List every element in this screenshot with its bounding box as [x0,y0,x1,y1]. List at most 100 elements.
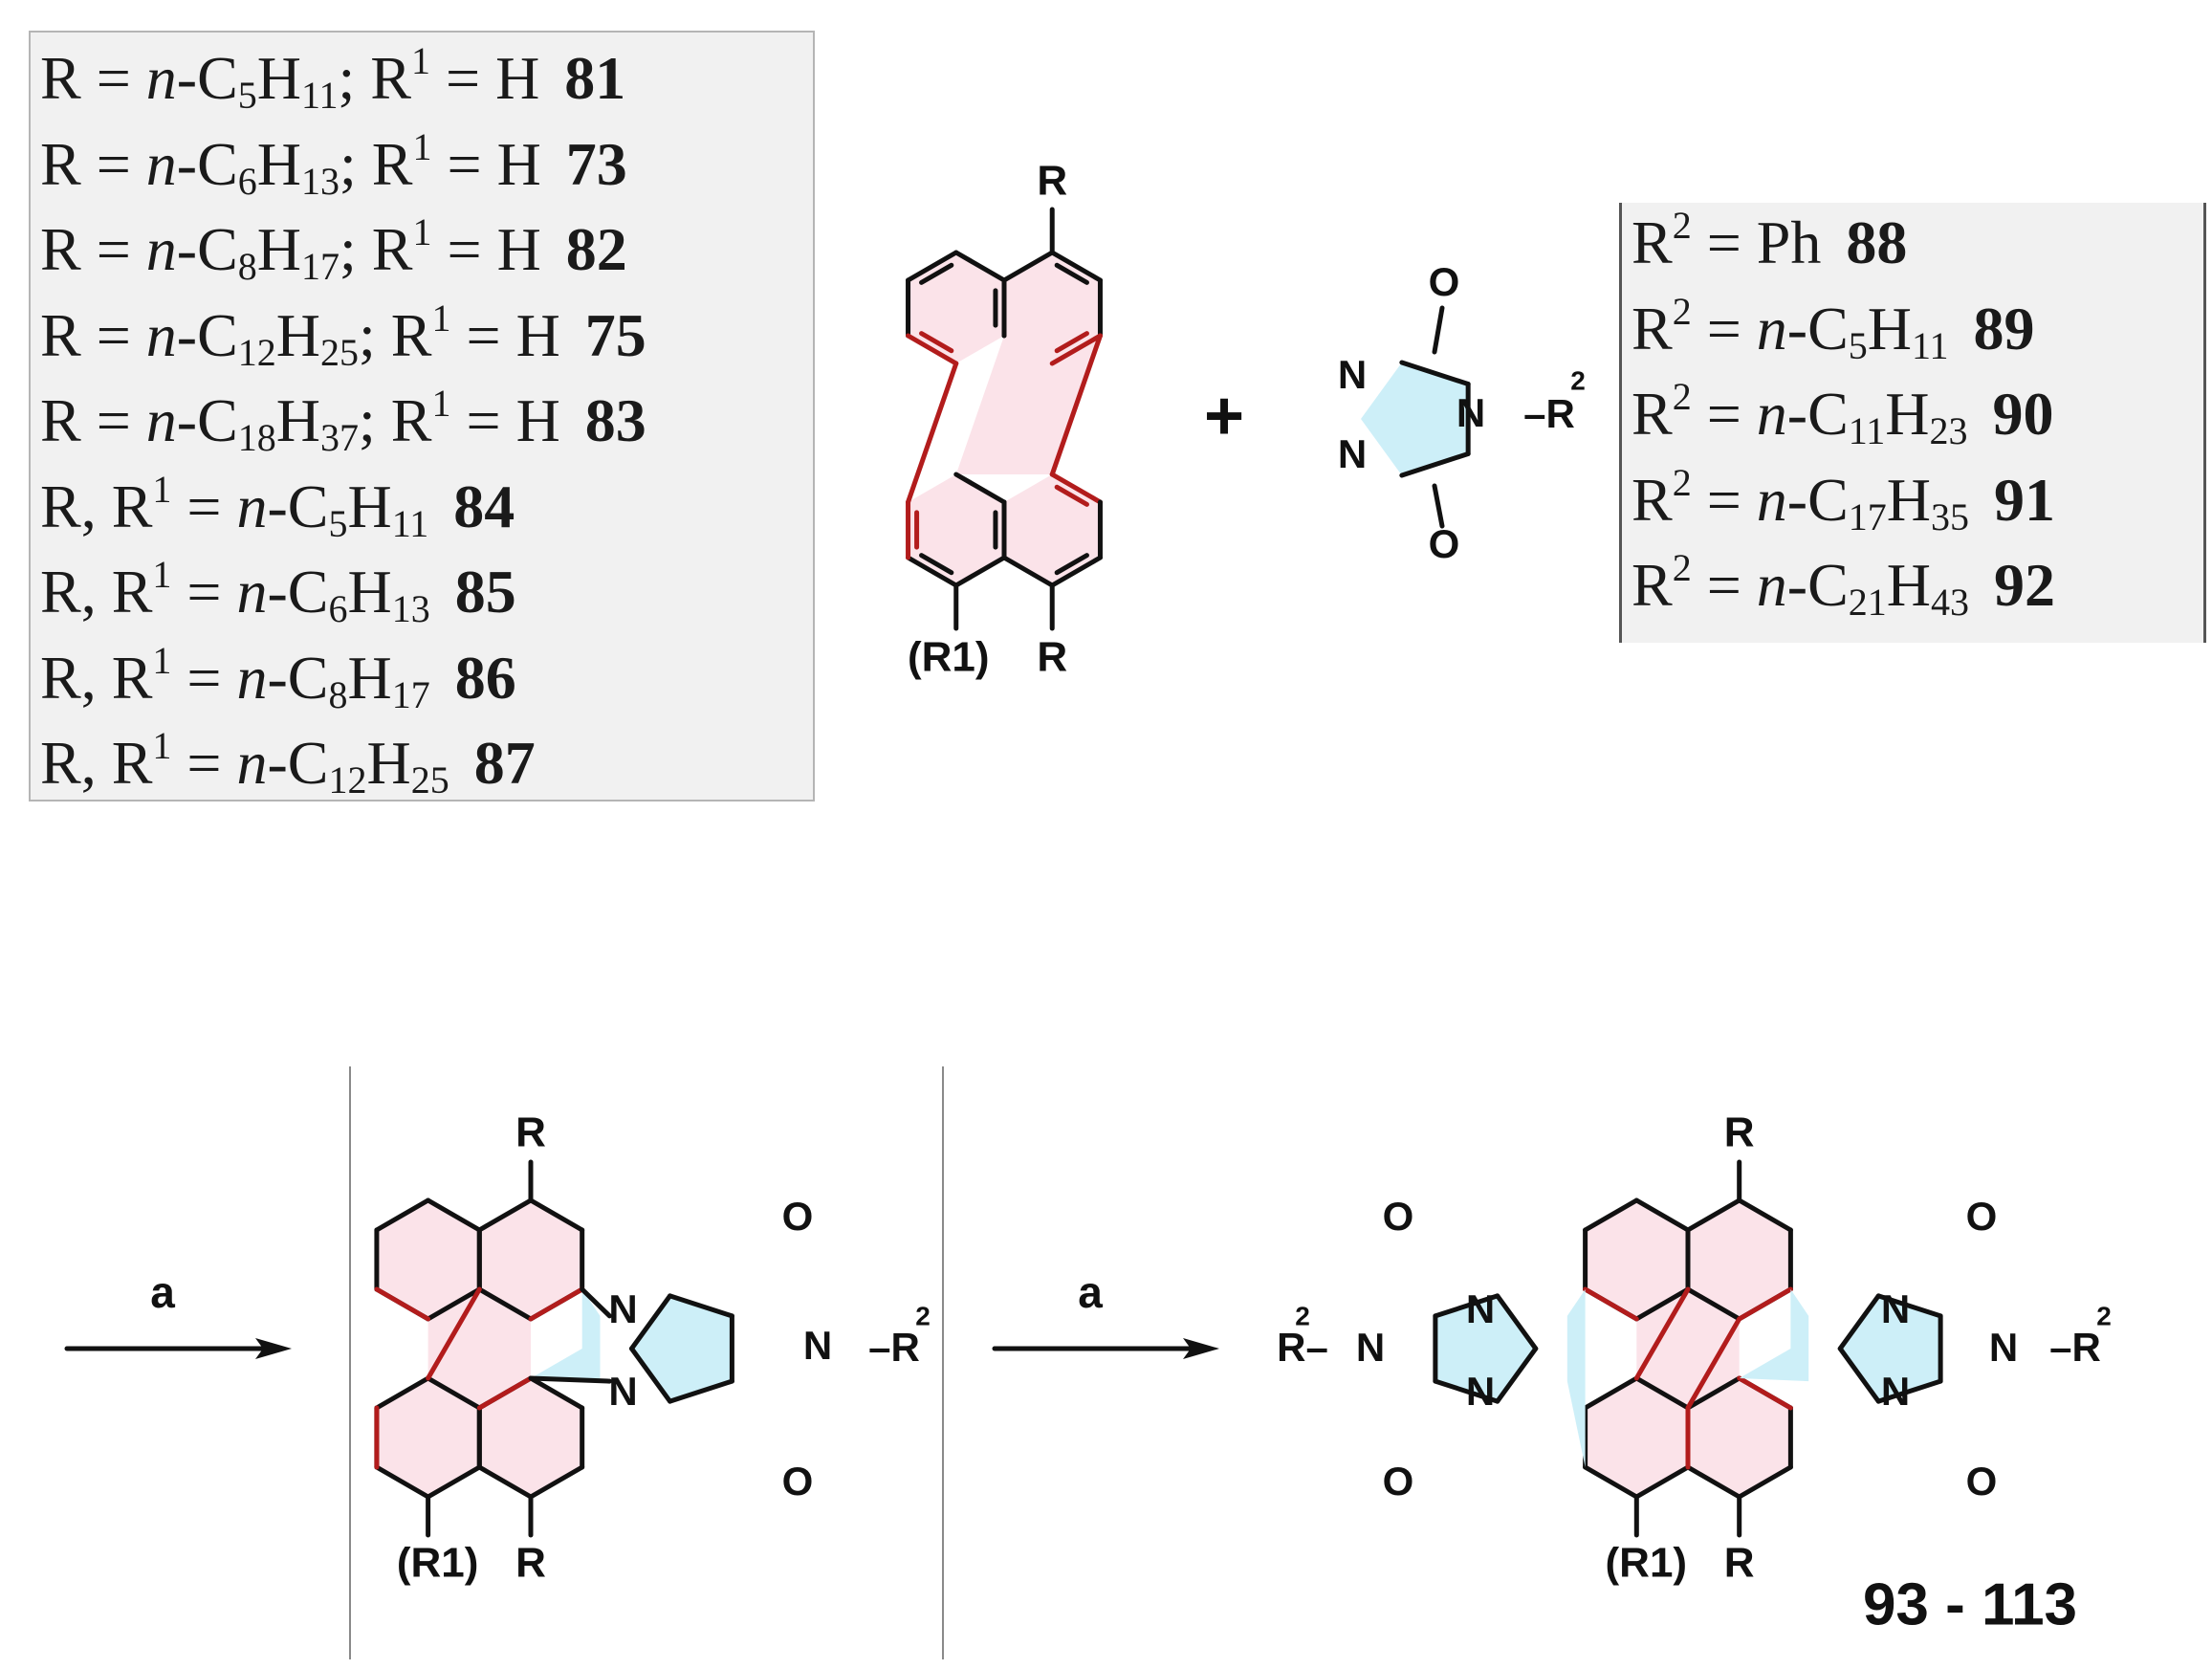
nitrogen-label: N [1456,390,1485,435]
nitrogen-label: N [803,1323,832,1368]
row-c-count: 8 [328,672,348,716]
product-imide-right-bond [1875,1378,1943,1404]
nitrogen-label: N [1881,1286,1910,1331]
perylene-double-bond [919,553,954,576]
row-c-count: 6 [237,159,257,203]
row-chain: -C [1786,380,1849,448]
row-sup: 1 [152,638,172,682]
product-bond [1633,1375,1691,1411]
intermediate-red-bond [426,1286,482,1381]
substituent-r1-label: (R1) [397,1540,479,1587]
reaction-arrow-1-head [255,1338,292,1359]
row-h: H [1885,380,1930,448]
intermediate-bond [476,1197,534,1233]
product-imide-left-bond [1433,1293,1500,1319]
row-c-count: 12 [237,330,276,374]
row-n-prefix: n [145,386,177,454]
perylene-double-bond [1054,331,1089,354]
row-h: H [366,729,411,797]
reaction-arrow-2-head [1183,1338,1219,1359]
row-eq: = [1691,380,1757,448]
row-h: H [347,472,392,540]
row-n-prefix: n [1756,380,1787,448]
perylene-bond [1049,250,1103,283]
nitrogen-label: N [1466,1286,1495,1331]
intermediate-bond [528,1375,585,1411]
row-n-prefix: n [1756,465,1787,534]
row-r1-value: = H [431,129,541,198]
product-red-bond [1737,1375,1793,1411]
perylene-bond [906,555,959,588]
row-sup: 1 [152,467,172,511]
ptad-bond [1399,450,1471,478]
perylene-ring [1004,474,1101,585]
intermediate-bond [476,1286,534,1322]
product-ring [1688,1378,1791,1497]
perylene-bond [906,250,959,283]
ptad-ring [1361,362,1469,475]
product-bond [1685,1286,1742,1322]
row-c-count: 5 [328,501,348,545]
substituent-r1-label: (R1) [908,634,990,681]
row-eq: = Ph [1691,209,1822,276]
row-h: H [1886,465,1931,534]
row-lhs: R [1632,209,1673,276]
row-r1-value: = H [450,300,560,369]
row-c-count: 17 [1848,494,1887,538]
compound-number: 92 [1994,551,2055,619]
row-eq: = [171,558,237,626]
row-h-count: 37 [320,416,359,459]
product-imide-left-ring [1435,1295,1536,1402]
row-h-count: 17 [301,245,339,288]
intermediate-bond [580,1286,612,1319]
row-h-count: 11 [301,74,339,117]
row-r1: ; R [359,300,432,369]
product-ring [1636,1289,1740,1408]
oxygen-label: O [1966,1459,1998,1504]
product-bond [1583,1197,1639,1233]
r2-label: R– [1277,1325,1328,1370]
perylene-bond [1001,555,1055,588]
row-h-count: 11 [1912,323,1949,367]
row-c-count: 12 [328,758,367,802]
perylene-ring [908,253,1004,363]
row-lhs: R, R [40,643,153,712]
row-n-prefix: n [236,729,268,797]
intermediate-blue-ring [531,1289,601,1382]
product-bond [1633,1197,1691,1233]
intermediate-bond [476,1464,534,1500]
perylene-bond [906,361,959,505]
row-r1-sup: 1 [412,124,432,168]
row-h-count: 35 [1931,494,1969,538]
row-lhs: R [1632,294,1673,362]
product-bond [1685,1464,1742,1500]
intermediate-red-bond [528,1286,585,1322]
row-c-count: 5 [237,74,257,117]
intermediate-bond [528,1464,585,1500]
product-red-bond [1633,1286,1691,1381]
nitrogen-label: N [608,1286,637,1331]
row-eq: = [171,472,237,540]
product-imide-right-bond [1837,1346,1881,1404]
row-n-prefix: n [1756,551,1787,619]
substituent-r-label: R [515,1109,546,1156]
oxygen-label: O [1429,521,1460,566]
row-chain: -C [1786,465,1849,534]
row-r1-sup: 1 [412,210,432,253]
compound-number: 75 [584,300,646,369]
row-eq: = [171,643,237,712]
r2-label: –R [1523,391,1575,436]
product-bond [1685,1197,1742,1233]
oxygen-label: O [1383,1194,1414,1239]
compound-number: 86 [454,643,516,712]
perylene-bond [1049,333,1103,366]
row-lhs: R = [40,300,146,369]
intermediate-bond [426,1286,482,1322]
nitrogen-label: N [1466,1369,1495,1414]
perylene-double-bond [919,331,954,354]
